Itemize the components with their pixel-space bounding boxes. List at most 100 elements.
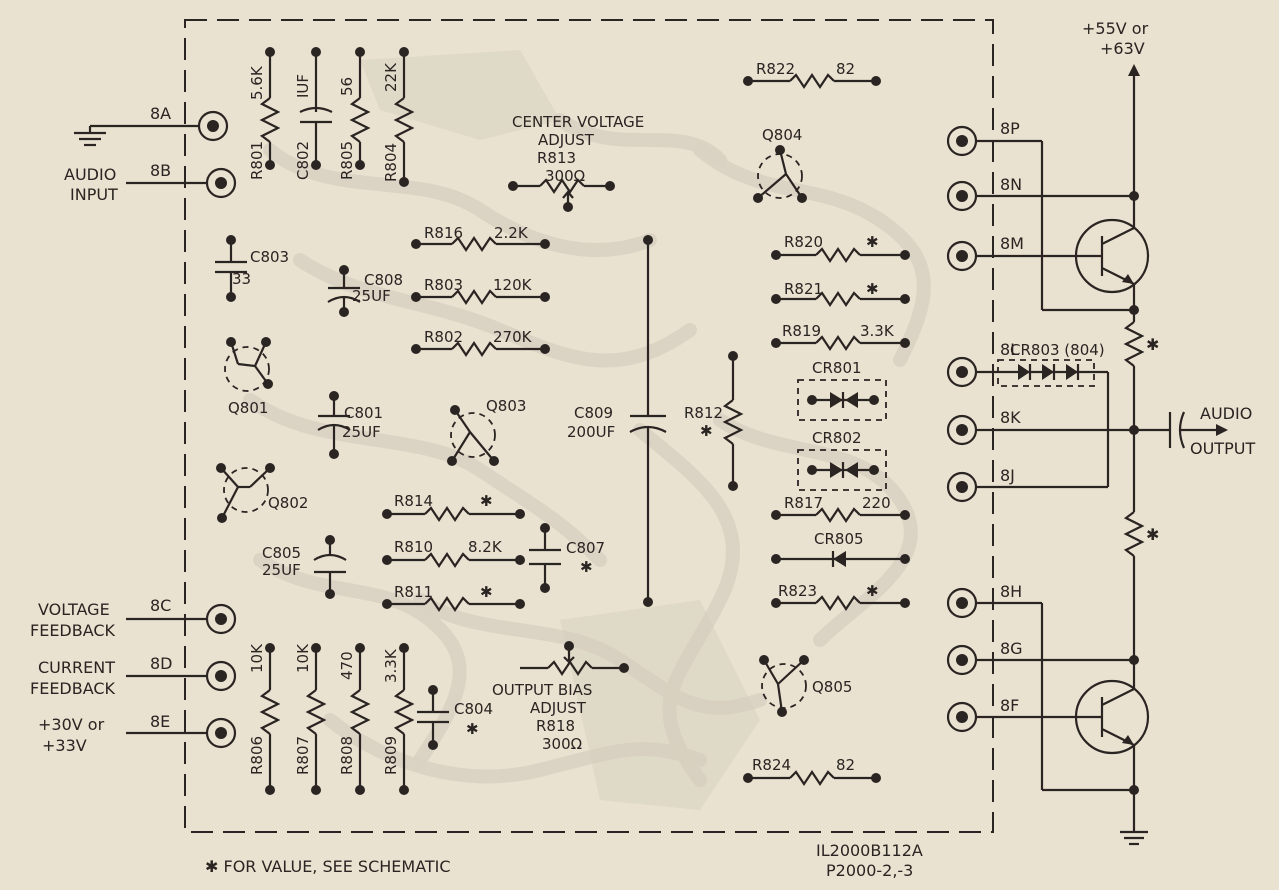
resistor-R806: 10K R806 [248,643,281,795]
terminal-8K[interactable]: 8K [946,408,1021,446]
svg-text:C804: C804 [454,700,493,718]
svg-text:300Ω: 300Ω [545,167,585,185]
svg-text:Q803: Q803 [486,397,526,415]
resistor-R817: R817 220 [771,494,910,523]
svg-text:R810: R810 [394,538,433,556]
transistor-Q801: Q801 [224,337,273,417]
terminal-8M[interactable]: 8M [946,234,1024,272]
resistor-R802: R802 270K [411,328,550,357]
svg-text:R824: R824 [752,756,791,774]
supply-high-label: +55V or [1082,19,1149,38]
svg-text:✱: ✱ [580,558,593,576]
svg-text:✱: ✱ [466,720,479,738]
potentiometer-R813[interactable]: CENTER VOLTAGE ADJUST R813 300Ω [508,113,644,212]
capacitor-C808: C808 25UF [327,265,403,317]
resistor-R819: R819 3.3K [771,322,910,351]
terminal-8J[interactable]: 8J [946,466,1015,503]
terminal-8B[interactable]: 8B [150,161,237,199]
terminal-8C-label: 8C [150,596,171,615]
terminal-8P-label: 8P [1000,119,1020,138]
svg-text:R801: R801 [248,141,266,180]
diode-CR802: CR802 [797,429,887,491]
svg-text:10K: 10K [248,643,266,673]
terminal-8G[interactable]: 8G [946,639,1023,676]
capacitor-C805: C805 25UF [262,535,347,599]
terminal-8N[interactable]: 8N [946,175,1022,212]
terminal-8F[interactable]: 8F [946,696,1019,733]
svg-text:✱: ✱ [866,280,879,298]
svg-text:✱: ✱ [480,492,493,510]
output-stage: +55V or +63V ✱ CR803 (804) [976,19,1255,846]
terminal-8A[interactable]: 8A [150,104,229,142]
svg-text:R821: R821 [784,280,823,298]
ground-icon-right [1120,830,1148,846]
svg-text:R823: R823 [778,582,817,600]
potentiometer-R818[interactable]: OUTPUT BIAS ADJUST R818 300Ω [492,641,629,753]
svg-text:8.2K: 8.2K [468,538,503,556]
capacitor-C807: C807 ✱ [529,523,605,593]
svg-text:25UF: 25UF [352,287,391,305]
svg-text:470: 470 [338,651,356,680]
resistor-R821: R821 ✱ [771,280,910,307]
svg-text:56: 56 [338,77,356,96]
voltage-feedback-label: VOLTAGE [38,600,110,619]
resistor-R814: R814 ✱ [382,492,525,522]
svg-text:10K: 10K [294,643,312,673]
terminal-8F-label: 8F [1000,696,1019,715]
resistor-emitter-top: ✱ [1123,321,1159,367]
resistor-R808: 470 R808 [338,643,371,795]
current-feedback-label-2: FEEDBACK [30,679,116,698]
svg-text:R813: R813 [537,149,576,167]
terminal-8H-label: 8H [1000,582,1022,601]
svg-text:R814: R814 [394,492,433,510]
capacitor-C809: C809 200UF [567,235,667,607]
terminal-8H[interactable]: 8H [946,582,1022,619]
svg-text:R809: R809 [382,736,400,775]
resistor-R801: 5.6K R801 [248,47,281,180]
svg-text:C807: C807 [566,539,605,557]
svg-text:Q801: Q801 [228,399,268,417]
resistor-R816: R816 2.2K [411,224,550,252]
svg-text:R807: R807 [294,736,312,775]
ground-icon [74,126,106,147]
svg-text:R805: R805 [338,141,356,180]
svg-text:200UF: 200UF [567,423,615,441]
current-feedback-label: CURRENT [38,658,115,677]
svg-text:5.6K: 5.6K [248,65,266,100]
svg-text:Q805: Q805 [812,678,852,696]
pcb-traces [243,50,931,810]
supply-low-label: +30V or [38,715,105,734]
terminal-8G-label: 8G [1000,639,1023,658]
svg-text:R804: R804 [382,143,400,182]
svg-text:ADJUST: ADJUST [530,699,587,717]
terminal-8N-label: 8N [1000,175,1022,194]
terminal-8P[interactable]: 8P [946,119,1020,157]
resistor-R804: 22K R804 [382,47,415,187]
svg-text:OUTPUT BIAS: OUTPUT BIAS [492,681,592,699]
resistor-R809: 3.3K R809 [382,643,415,795]
svg-text:82: 82 [836,60,855,78]
capacitor-C802: IUF C802 [294,47,333,180]
svg-text:C802: C802 [294,141,312,180]
audio-input-label: AUDIO [64,165,116,184]
voltage-feedback-label-2: FEEDBACK [30,621,116,640]
svg-text:2.2K: 2.2K [494,224,529,242]
terminal-8E[interactable]: 8E [150,712,237,749]
svg-text:IUF: IUF [294,74,312,98]
svg-text:3.3K: 3.3K [860,322,895,340]
terminal-8J-label: 8J [1000,466,1015,485]
svg-text:CR803 (804): CR803 (804) [1010,341,1105,359]
terminal-8A-label: 8A [150,104,171,123]
resistor-R823: R823 ✱ [771,582,910,611]
terminal-8L[interactable]: 8L [946,340,1019,388]
power-transistor-upper [976,218,1150,294]
svg-text:R819: R819 [782,322,821,340]
svg-text:C805: C805 [262,544,301,562]
terminal-8D[interactable]: 8D [150,654,237,692]
svg-text:Q804: Q804 [762,126,802,144]
svg-text:300Ω: 300Ω [542,735,582,753]
terminal-8E-label: 8E [150,712,170,731]
svg-text:120K: 120K [493,276,533,294]
svg-text:R803: R803 [424,276,463,294]
terminal-8C[interactable]: 8C [150,596,237,635]
